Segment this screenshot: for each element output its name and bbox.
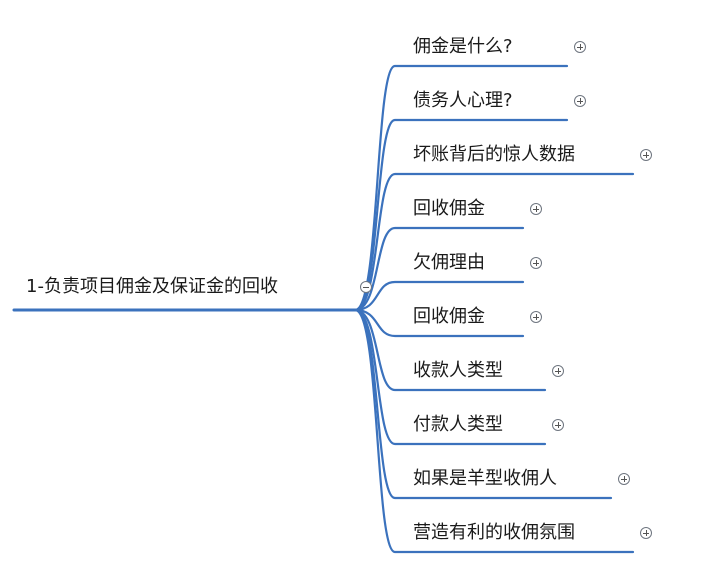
child-topic-label: 如果是羊型收佣人	[413, 468, 557, 489]
expand-plus-icon[interactable]	[552, 365, 564, 377]
root-topic-label: 1-负责项目佣金及保证金的回收	[26, 276, 278, 297]
branch-line	[353, 308, 525, 338]
branch-line	[353, 308, 547, 392]
branch-connectors	[12, 64, 635, 554]
child-topic-label: 回收佣金	[413, 198, 485, 219]
child-topic-label: 付款人类型	[413, 414, 503, 435]
branch-line	[353, 308, 635, 554]
branch-line	[353, 172, 635, 312]
expand-plus-icon[interactable]	[574, 95, 586, 107]
expand-plus-icon[interactable]	[530, 203, 542, 215]
collapse-minus-icon[interactable]	[360, 281, 372, 293]
expand-plus-icon[interactable]	[552, 419, 564, 431]
child-topic-label: 回收佣金	[413, 306, 485, 327]
expand-plus-icon[interactable]	[640, 149, 652, 161]
branch-line	[353, 64, 569, 312]
expand-plus-icon[interactable]	[640, 527, 652, 539]
branch-line	[353, 280, 525, 312]
expand-plus-icon[interactable]	[530, 311, 542, 323]
expand-plus-icon[interactable]	[574, 41, 586, 53]
child-topic-label: 佣金是什么?	[413, 36, 513, 57]
child-topic-label: 收款人类型	[413, 360, 503, 381]
branch-line	[353, 118, 569, 312]
child-topic-label: 债务人心理?	[413, 90, 513, 111]
branch-line	[353, 226, 525, 312]
child-topic-label: 营造有利的收佣氛围	[413, 522, 575, 543]
child-topic-label: 欠佣理由	[413, 252, 485, 273]
expand-plus-icon[interactable]	[530, 257, 542, 269]
expand-plus-icon[interactable]	[618, 473, 630, 485]
child-topic-label: 坏账背后的惊人数据	[413, 144, 575, 165]
